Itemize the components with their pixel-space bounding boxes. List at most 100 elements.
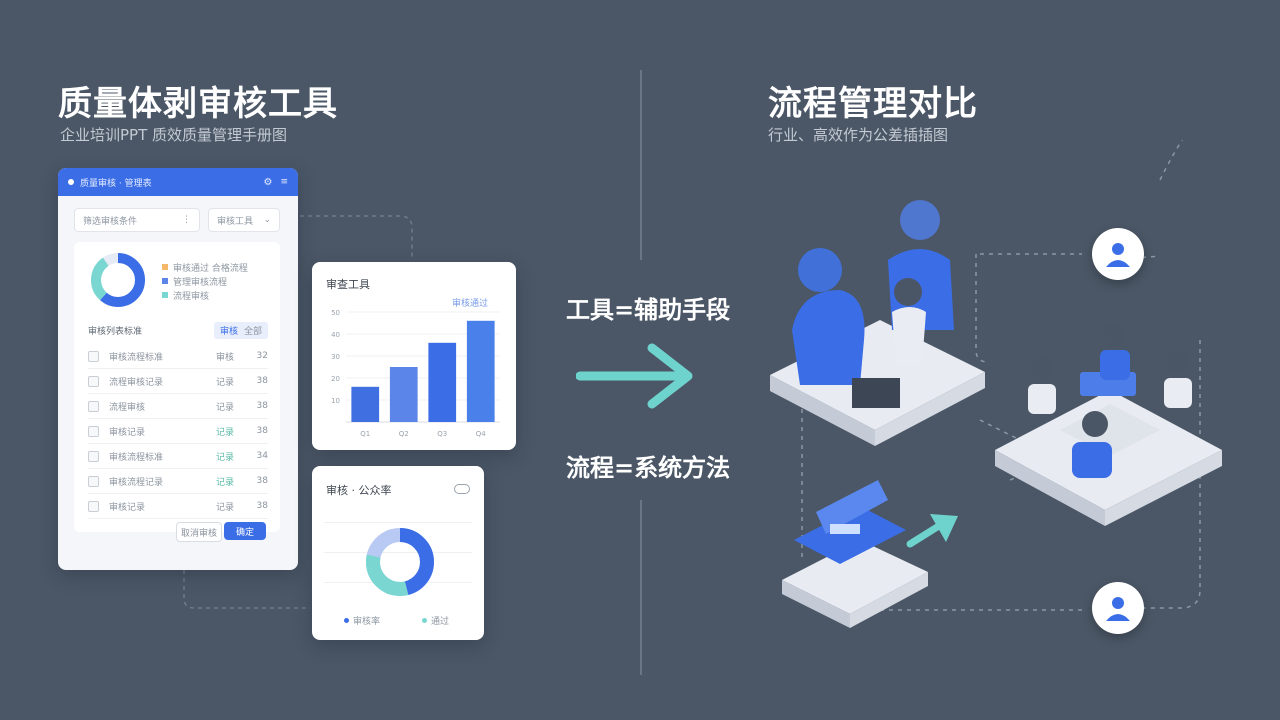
- row-label: 审核记录: [109, 502, 146, 513]
- row-status: 记录: [216, 377, 235, 388]
- user-icon[interactable]: [1092, 228, 1144, 280]
- bar: [351, 386, 380, 422]
- donut-legend-item: 审核率: [344, 614, 380, 627]
- row-checkbox[interactable]: [88, 500, 99, 512]
- app-window: 质量审核 · 管理表 ⚙ ≡ 筛选审核条件 ⋮ 审核工具 ⌄ 审核通过 合格流程…: [58, 168, 298, 570]
- chevron-down-icon: ⌄: [263, 215, 271, 225]
- legend-label: 管理审核流程: [173, 277, 228, 288]
- bar: [428, 342, 457, 422]
- donut-legend: 审核通过 合格流程 管理审核流程 流程审核: [162, 260, 272, 302]
- arrow-up-right-icon: [906, 514, 958, 548]
- cancel-button[interactable]: 取消审核: [176, 522, 222, 542]
- row-count: 38: [256, 376, 268, 386]
- person-head: [900, 200, 940, 240]
- row-count: 38: [256, 476, 268, 486]
- toggle-icon[interactable]: [454, 484, 470, 494]
- row-label: 审核记录: [109, 427, 146, 438]
- donut-legend-item: 通过: [422, 614, 449, 627]
- legend-swatch: [162, 278, 168, 284]
- y-tick-label: 50: [331, 309, 340, 317]
- row-checkbox[interactable]: [88, 475, 99, 487]
- bar: [466, 320, 495, 422]
- row-status: 记录: [216, 477, 235, 488]
- legend-label: 通过: [431, 617, 450, 627]
- legend-item: 流程审核: [162, 288, 272, 302]
- list-item[interactable]: 流程审核记录 记录 38: [88, 369, 268, 394]
- legend-swatch: [162, 292, 168, 298]
- row-count: 38: [256, 426, 268, 436]
- user-avatar-glyph: [1106, 597, 1130, 621]
- filter-input[interactable]: 筛选审核条件 ⋮: [74, 208, 200, 232]
- y-tick-label: 40: [331, 331, 340, 339]
- divider-top: [640, 70, 642, 260]
- divider-bottom: [640, 500, 642, 675]
- arrow-right-icon: [576, 343, 693, 409]
- app-window-header-label: 质量审核 · 管理表: [80, 178, 152, 189]
- section-tabs: 审核 全部: [213, 322, 268, 339]
- list-item[interactable]: 审核记录 记录 38: [88, 419, 268, 444]
- laptop: [852, 378, 900, 408]
- row-label: 审核流程标准: [109, 452, 164, 463]
- gear-icon[interactable]: ⚙: [263, 176, 273, 188]
- person-body: [892, 307, 926, 365]
- list-item[interactable]: 流程审核 记录 38: [88, 394, 268, 419]
- legend-item: 管理审核流程: [162, 274, 272, 288]
- list-section-header: 审核列表标准 审核 全部: [88, 322, 268, 339]
- right-subtitle: 行业、高效作为公差插插图: [768, 126, 949, 144]
- x-tick-label: Q1: [360, 430, 370, 438]
- list-item[interactable]: 审核流程标准 记录 34: [88, 444, 268, 469]
- list-section-label: 审核列表标准: [88, 327, 143, 337]
- row-checkbox[interactable]: [88, 400, 99, 412]
- x-tick-label: Q2: [399, 430, 409, 438]
- row-label: 审核流程记录: [109, 477, 164, 488]
- donut-card-title: 审核 · 公众率: [326, 484, 392, 497]
- person-head: [798, 248, 842, 292]
- row-checkbox[interactable]: [88, 450, 99, 462]
- person-head: [894, 278, 922, 306]
- bar-chart-legend: 审核通过: [452, 299, 489, 309]
- legend-label: 流程审核: [173, 291, 210, 302]
- team-platform: [770, 200, 985, 446]
- bar: [389, 367, 418, 422]
- row-count: 34: [256, 451, 268, 461]
- legend-swatch: [422, 618, 427, 623]
- confirm-button[interactable]: 确定: [224, 522, 266, 540]
- window-dot-icon: [68, 179, 74, 185]
- more-icon[interactable]: ⋮: [182, 215, 191, 225]
- y-tick-label: 30: [331, 353, 340, 361]
- user-avatar-glyph: [1106, 243, 1130, 267]
- row-label: 流程审核: [109, 402, 146, 413]
- share-donut: [366, 528, 434, 596]
- row-checkbox[interactable]: [88, 425, 99, 437]
- row-checkbox[interactable]: [88, 375, 99, 387]
- row-status: 记录: [216, 452, 235, 463]
- row-status: 记录: [216, 502, 235, 513]
- bar-chart-title: 审查工具: [326, 278, 370, 291]
- filter-input-placeholder: 筛选审核条件: [83, 216, 138, 227]
- person-body: [792, 290, 865, 385]
- y-tick-label: 10: [331, 397, 340, 405]
- menu-icon[interactable]: ≡: [280, 177, 288, 187]
- x-tick-label: Q4: [476, 430, 487, 438]
- left-title: 质量体剥审核工具: [58, 84, 338, 124]
- row-label: 审核流程标准: [109, 352, 164, 363]
- tab-audit[interactable]: 审核: [219, 327, 238, 337]
- row-status: 审核: [216, 352, 235, 363]
- row-checkbox[interactable]: [88, 350, 99, 362]
- list-item[interactable]: 审核记录 记录 38: [88, 494, 268, 519]
- user-icon[interactable]: [1092, 582, 1144, 634]
- tab-all[interactable]: 全部: [243, 327, 262, 337]
- list-item[interactable]: 审核流程记录 记录 38: [88, 469, 268, 494]
- legend-swatch: [162, 264, 168, 270]
- status-donut: [91, 253, 145, 307]
- donut-card: 审核 · 公众率 审核率 通过: [312, 466, 484, 640]
- legend-item: 审核通过 合格流程: [162, 260, 272, 274]
- legend-swatch: [344, 618, 349, 623]
- device-platform: [782, 480, 928, 628]
- process-illustration: [770, 140, 1222, 628]
- tool-dropdown[interactable]: 审核工具 ⌄: [208, 208, 280, 232]
- row-status: 记录: [216, 427, 235, 438]
- meeting-platform: [995, 324, 1222, 526]
- list-item[interactable]: 审核流程标准 审核 32: [88, 344, 268, 369]
